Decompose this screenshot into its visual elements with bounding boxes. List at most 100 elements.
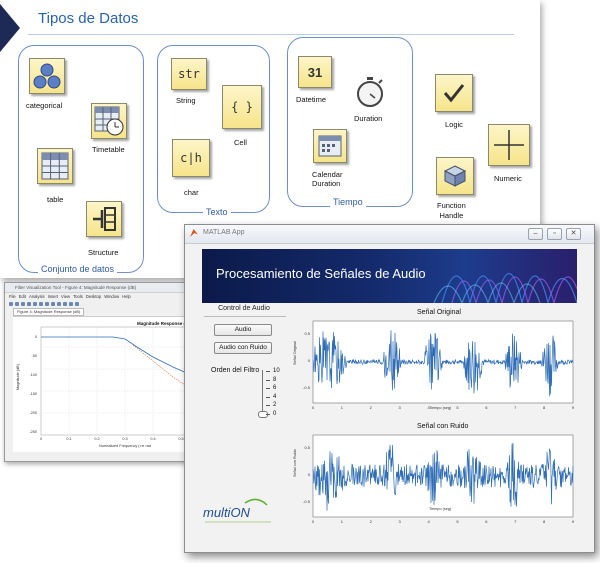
string-icon-glyph: str [178,67,200,81]
plot-axes [312,434,574,518]
magnitude-plot-title: Magnitude Response ( [137,321,186,326]
plot-xtick: 1 [341,405,344,410]
app-banner: Procesamiento de Señales de Audio [202,249,577,303]
magnitude-ytick: -150 [29,392,37,396]
plot-xtick: 3 [399,519,402,524]
toolbar-icon[interactable] [33,301,37,306]
magnitude-xtick: 0.2 [94,437,99,441]
plot-xtick: 7 [514,405,517,410]
plot2-ylabel: Señal con Ruido [293,449,297,477]
close-button[interactable]: ✕ [566,228,581,240]
noisy-signal-waveform [312,442,574,511]
toolbar-icon[interactable] [15,301,19,306]
menu-item-view[interactable]: View [61,294,71,299]
function-handle-label: Function Handle [437,201,466,220]
slider-tick-label: 4 [273,393,277,400]
toolbar-icon[interactable] [63,301,67,306]
magnitude-response-svg: Magnitude Response ( Magnitude (dB) Norm… [16,321,191,448]
plot-xtick: 8 [543,405,546,410]
char-icon: c|h [172,139,210,177]
slider-tick-label: 6 [273,385,277,392]
toolbar-icon[interactable] [75,301,79,306]
plot1-ylabel: Señal Original [293,341,297,365]
audio-con-ruido-button[interactable]: Audio con Ruido [214,342,272,354]
menu-item-window[interactable]: Window [104,294,120,299]
slider-tick-mark [266,405,270,407]
minimize-button[interactable]: – [528,228,543,240]
menu-item-insert[interactable]: Insert [47,294,59,299]
filter-window-toolbar[interactable] [5,300,191,307]
toolbar-icon[interactable] [39,301,43,306]
timetable-label: Timetable [92,145,125,154]
app-banner-title: Procesamiento de Señales de Audio [216,266,426,281]
matlab-app-window[interactable]: MATLAB App – ▫ ✕ Procesamiento de Señale… [184,224,595,553]
plot-xtick: 0 [312,519,315,524]
plot-xtick: 4 [427,519,430,524]
control-panel: Control de Audio Audio Audio con Ruido O… [202,305,286,523]
plot-xtick: 8 [543,519,546,524]
maximize-button[interactable]: ▫ [547,228,562,240]
menu-item-edit[interactable]: Edit [18,294,26,299]
cell-icon-glyph: { } [231,100,253,114]
magnitude-ytick: 0 [35,335,37,339]
function-handle-icon [436,157,474,195]
plot-xtick: 3 [399,405,402,410]
plot2-title: Señal con Ruido [417,423,469,430]
toolbar-icon[interactable] [27,301,31,306]
plot-ytick: -0.5 [303,385,311,390]
filter-order-slider[interactable] [262,370,263,414]
slider-tick-mark [266,388,270,390]
multion-logo: multiON [201,497,281,527]
slider-tick-mark [266,396,270,398]
filter-window-title: Filter Visualization Tool - Figure 4: Ma… [5,283,191,293]
plot-xtick: 2 [370,405,373,410]
checkmark-icon [435,74,473,112]
figure-tab[interactable]: Figure 4: Magnitude Response (dB) [13,308,85,316]
char-label: char [184,188,199,197]
toolbar-icon[interactable] [69,301,73,306]
string-label: String [176,96,196,105]
cell-label: Cell [234,138,247,147]
plot-xtick: 6 [485,519,488,524]
menu-item-help[interactable]: Help [122,294,131,299]
audio-button[interactable]: Audio [214,324,272,336]
magnitude-xtick: 0.5 [178,437,183,441]
magnitude-ytick: -100 [29,373,37,377]
magnitude-xtick: 0.1 [66,437,71,441]
group-label-tiempo: Tiempo [330,197,366,207]
slide-accent-triangle [0,4,20,52]
magnitude-plot-xlabel: Normalized Frequency (×π rad [99,444,151,448]
plot-xtick: 6 [485,405,488,410]
menu-item-analysis[interactable]: Analysis [28,294,45,299]
magnitude-response-plot: Magnitude Response ( Magnitude (dB) Norm… [13,316,191,452]
banner-wave-graphic [433,272,577,303]
original-signal-waveform [312,330,574,397]
toolbar-icon[interactable] [45,301,49,306]
toolbar-icon[interactable] [21,301,25,306]
menu-item-desktop[interactable]: Desktop [85,294,102,299]
menu-item-tools[interactable]: Tools [73,294,83,299]
plot-xtick: 9 [572,405,575,410]
magnitude-xtick: 0.3 [122,437,127,441]
slider-tick-mark [266,414,270,415]
magnitude-ytick: -250 [29,430,37,434]
structure-icon [86,201,122,237]
plot2-xlabel: Tiempo (seg) [429,507,452,511]
filter-visualization-window[interactable]: Filter Visualization Tool - Figure 4: Ma… [4,282,192,462]
slider-tick-label: 10 [273,368,280,374]
toolbar-icon[interactable] [9,301,13,306]
app-titlebar[interactable]: MATLAB App – ▫ ✕ [185,225,594,244]
toolbar-icon[interactable] [57,301,61,306]
toolbar-icon[interactable] [51,301,55,306]
menu-item-file[interactable]: File [9,294,16,299]
plot-xtick: 5 [456,519,459,524]
calendar-duration-icon [313,129,347,163]
plot-ytick: 0 [308,358,311,363]
plot-xtick: 5 [456,405,459,410]
plot1-xlabel: Tiempo (seg) [429,406,452,410]
magnitude-ytick: -200 [29,411,37,415]
calendar-icon-number: 31 [307,64,323,80]
